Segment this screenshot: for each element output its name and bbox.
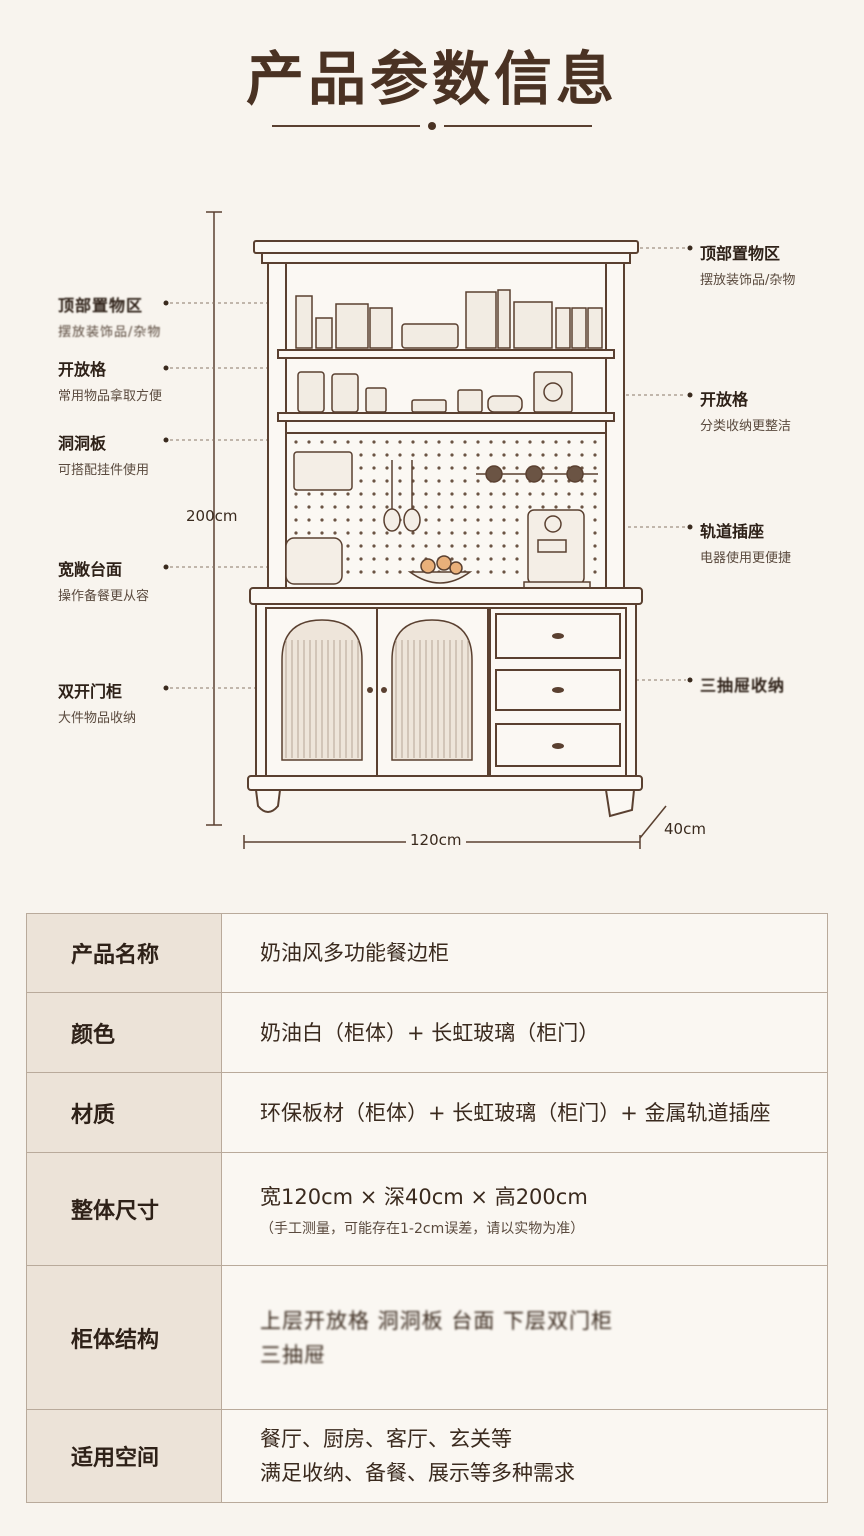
callout-title: 双开门柜 [58, 682, 123, 701]
spec-value: 奶油白（柜体）+ 长虹玻璃（柜门） [221, 992, 828, 1073]
dimension-depth: 40cm [664, 820, 706, 838]
spec-table: 产品名称 奶油风多功能餐边柜 颜色 奶油白（柜体）+ 长虹玻璃（柜门） 材质 环… [26, 913, 828, 1503]
callout-title: 顶部置物区 [700, 244, 781, 263]
dimension-width: 120cm [406, 831, 466, 849]
callout-title: 轨道插座 [700, 522, 765, 541]
callout-sub: 摆放装饰品/杂物 [58, 325, 162, 340]
spec-value: 宽120cm × 深40cm × 高200cm （手工测量，可能存在1-2cm误… [221, 1152, 828, 1266]
callout-top-area: 顶部置物区 摆放装饰品/杂物 [700, 240, 795, 288]
spec-line: 奶油风多功能餐边柜 [260, 941, 449, 965]
spec-value: 上层开放格 洞洞板 台面 下层双门柜 三抽屉 [221, 1265, 828, 1410]
callout-track-socket: 轨道插座 电器使用更便捷 [700, 518, 791, 566]
callout-sub: 常用物品拿取方便 [58, 389, 163, 404]
callout-sub: 大件物品收纳 [58, 711, 137, 726]
callout-title: 开放格 [58, 360, 107, 379]
spec-value: 奶油风多功能餐边柜 [221, 913, 828, 993]
callout-sub: 摆放装饰品/杂物 [700, 273, 796, 288]
spec-note: （手工测量，可能存在1-2cm误差，请以实物为准） [260, 1221, 585, 1237]
spec-line: 餐厅、厨房、客厅、玄关等 [260, 1427, 512, 1451]
title-divider [272, 122, 592, 130]
callout-double-door: 双开门柜 大件物品收纳 [58, 678, 136, 726]
spec-line: 奶油白（柜体）+ 长虹玻璃（柜门） [260, 1020, 600, 1045]
spec-key: 整体尺寸 [26, 1152, 222, 1266]
cabinet-diagram [163, 211, 693, 849]
table-row: 整体尺寸 宽120cm × 深40cm × 高200cm （手工测量，可能存在1… [26, 1152, 828, 1266]
spec-line: 宽120cm × 深40cm × 高200cm [260, 1185, 588, 1209]
callout-open-shelf-right: 开放格 分类收纳更整洁 [700, 386, 791, 434]
table-row: 材质 环保板材（柜体）+ 长虹玻璃（柜门）+ 金属轨道插座 [26, 1072, 828, 1153]
callout-title: 顶部置物区 [58, 296, 144, 315]
page-title: 产品参数信息 [245, 45, 618, 113]
callout-open-shelf-left: 开放格 常用物品拿取方便 [58, 356, 162, 404]
callout-sub: 可搭配挂件使用 [58, 463, 150, 478]
table-row: 颜色 奶油白（柜体）+ 长虹玻璃（柜门） [26, 992, 828, 1073]
table-row: 产品名称 奶油风多功能餐边柜 [26, 913, 828, 993]
callout-title: 开放格 [700, 390, 749, 409]
callout-title: 洞洞板 [58, 434, 107, 453]
spec-key: 产品名称 [26, 913, 222, 993]
spec-line: 满足收纳、备餐、展示等多种需求 [260, 1461, 575, 1485]
table-row: 柜体结构 上层开放格 洞洞板 台面 下层双门柜 三抽屉 [26, 1265, 828, 1410]
callout-drawers: 三抽屉收纳 [700, 672, 785, 701]
callout-pegboard: 洞洞板 可搭配挂件使用 [58, 430, 149, 478]
spec-key: 材质 [26, 1072, 222, 1153]
spec-line: 上层开放格 洞洞板 台面 下层双门柜 [260, 1308, 614, 1333]
callout-countertop: 宽敞台面 操作备餐更从容 [58, 556, 149, 604]
spec-key: 颜色 [26, 992, 222, 1073]
callout-top-left: 顶部置物区 摆放装饰品/杂物 [58, 292, 161, 340]
dimension-height: 200cm [186, 507, 238, 525]
spec-line: 环保板材（柜体）+ 长虹玻璃（柜门）+ 金属轨道插座 [260, 1100, 771, 1125]
spec-value: 餐厅、厨房、客厅、玄关等 满足收纳、备餐、展示等多种需求 [221, 1409, 828, 1503]
callout-title: 三抽屉收纳 [700, 676, 786, 695]
spec-key: 柜体结构 [26, 1265, 222, 1410]
callout-sub: 分类收纳更整洁 [700, 419, 792, 434]
spec-key: 适用空间 [26, 1409, 222, 1503]
spec-line: 三抽屉 [260, 1342, 326, 1367]
callout-sub: 电器使用更便捷 [700, 551, 792, 566]
callout-title: 宽敞台面 [58, 560, 123, 579]
table-row: 适用空间 餐厅、厨房、客厅、玄关等 满足收纳、备餐、展示等多种需求 [26, 1409, 828, 1503]
callout-sub: 操作备餐更从容 [58, 589, 150, 604]
spec-value: 环保板材（柜体）+ 长虹玻璃（柜门）+ 金属轨道插座 [221, 1072, 828, 1153]
